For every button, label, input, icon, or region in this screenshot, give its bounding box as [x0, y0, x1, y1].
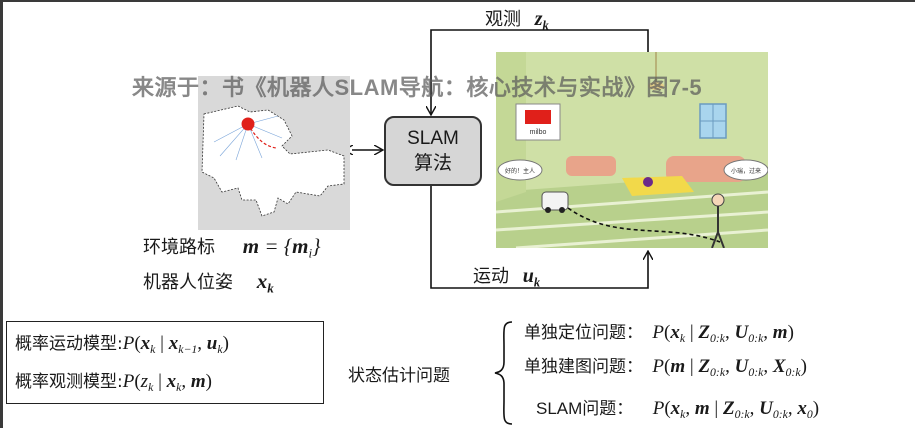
ceiling-lamp	[648, 82, 664, 90]
source-watermark: 来源于：书《机器人SLAM导航：核心技术与实战》图7-5	[132, 75, 703, 100]
speech-text-right: 小瑞，过来	[731, 167, 761, 175]
slam-problem-formula: P(xk, m | Z0:k, U0:k, x0)	[652, 398, 820, 422]
robot-motion-path	[567, 207, 721, 243]
occupancy-map-image	[198, 76, 350, 230]
sofa-left	[566, 156, 616, 176]
robot-marker	[241, 117, 255, 131]
localization-formula: P(xk | Z0:k, U0:k, m)	[652, 322, 794, 346]
frame-left-line	[0, 0, 3, 428]
robot-room-image: milbo 好的！主人 小瑞，过来	[496, 52, 768, 248]
slam-problem-row: SLAM问题： P(xk, m | Z0:k, U0:k, x0)	[536, 394, 819, 422]
motion-arrow	[430, 184, 648, 289]
landmark-formula: m = {mi}	[242, 234, 321, 261]
robot-path	[247, 123, 277, 149]
sofa-right	[666, 156, 746, 182]
motion-text: 运动	[473, 266, 509, 287]
observation-var: zk	[534, 8, 549, 33]
robot	[541, 191, 569, 211]
observation-label: 观测 zk	[485, 5, 549, 33]
landmark-text: 环境路标	[143, 237, 215, 258]
localization-row: 单独定位问题： P(xk | Z0:k, U0:k, m)	[524, 318, 794, 346]
slam-algorithm-box: SLAM 算法	[384, 116, 482, 186]
coffee-table	[622, 176, 694, 196]
pose-label: 机器人位姿 xk	[143, 268, 274, 297]
pose-var: xk	[256, 269, 274, 296]
probability-models-box: 概率运动模型:P(xk | xk−1, uk) 概率观测模型:P(zk | xk…	[6, 321, 324, 404]
observation-model-formula: P(zk | xk, m)	[122, 371, 212, 395]
localization-label: 单独定位问题：	[524, 323, 643, 343]
mapping-row: 单独建图问题： P(m | Z0:k, U0:k, X0:k)	[524, 352, 807, 380]
observation-model-label: 概率观测模型:	[15, 372, 123, 393]
landmark-label: 环境路标 m = {mi}	[143, 233, 321, 262]
mapping-formula: P(m | Z0:k, U0:k, X0:k)	[652, 356, 807, 380]
observation-model-row: 概率观测模型:P(zk | xk, m)	[15, 366, 315, 404]
slam-problem-label: SLAM问题：	[536, 399, 634, 418]
motion-label: 运动 uk	[473, 262, 540, 290]
observation-text: 观测	[485, 9, 521, 30]
speech-bubble-right	[723, 159, 768, 181]
logo-text: milbo	[530, 129, 547, 136]
slam-box-line1: SLAM	[407, 128, 459, 149]
pose-text: 机器人位姿	[143, 272, 233, 293]
observation-arrow	[431, 29, 649, 114]
motion-var: uk	[522, 265, 541, 290]
motion-model-row: 概率运动模型:P(xk | xk−1, uk)	[15, 328, 315, 366]
frame-top-line	[0, 0, 915, 2]
mapping-label: 单独建图问题：	[524, 357, 643, 377]
speech-text-left: 好的！主人	[505, 167, 535, 175]
person	[711, 193, 725, 207]
curly-brace	[494, 321, 513, 425]
slam-box-line2: 算法	[413, 152, 452, 174]
motion-model-label: 概率运动模型:	[15, 334, 123, 354]
speech-bubble-left	[497, 159, 543, 181]
motion-model-formula: P(xk | xk−1, uk)	[122, 333, 229, 357]
state-estimation-label: 状态估计问题	[348, 366, 450, 386]
